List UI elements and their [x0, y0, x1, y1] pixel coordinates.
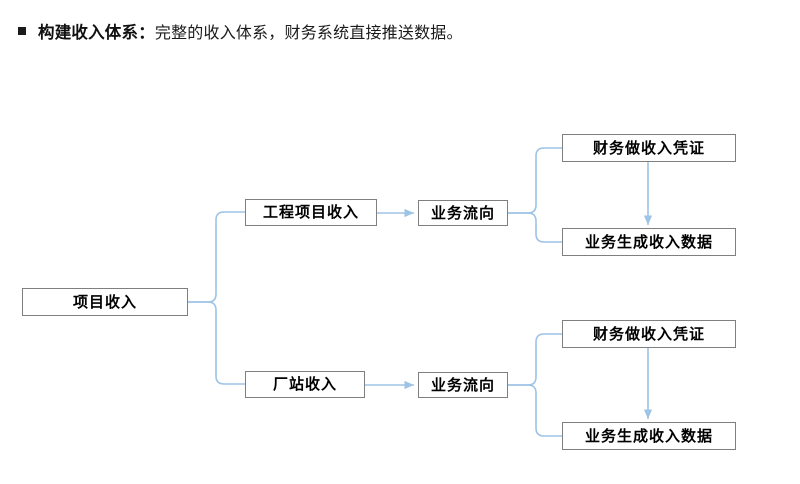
connector-flow-bottom-to-data: [508, 384, 562, 437]
node-business-flow-top-label: 业务流向: [430, 203, 495, 222]
header-title-rest: 完整的收入体系，财务系统直接推送数据。: [154, 23, 463, 42]
header-title-strong: 构建收入体系：: [38, 23, 155, 42]
node-root-project-revenue[interactable]: 项目收入: [22, 288, 188, 316]
node-finance-revenue-voucher-bottom-label: 财务做收入凭证: [592, 324, 705, 343]
node-engineering-project-revenue[interactable]: 工程项目收入: [245, 199, 377, 226]
connector-root-split-lower: [188, 301, 245, 385]
node-engineering-label: 工程项目收入: [262, 203, 359, 221]
node-business-generates-revenue-data-bottom-label: 业务生成收入数据: [584, 426, 713, 445]
node-business-generates-revenue-data-top[interactable]: 业务生成收入数据: [562, 228, 736, 256]
node-finance-revenue-voucher-top[interactable]: 财务做收入凭证: [562, 134, 736, 162]
node-plant-revenue[interactable]: 厂站收入: [245, 371, 365, 398]
node-finance-revenue-voucher-top-label: 财务做收入凭证: [592, 138, 705, 157]
connector-flow-top-to-data: [508, 212, 562, 243]
connector-root-split: [188, 211, 245, 303]
node-business-generates-revenue-data-bottom[interactable]: 业务生成收入数据: [562, 422, 736, 450]
node-root-label: 项目收入: [72, 292, 137, 311]
header-bullet-line: 构建收入体系： 完整的收入体系，财务系统直接推送数据。: [18, 16, 778, 46]
square-bullet-icon: [18, 27, 26, 35]
node-business-generates-revenue-data-top-label: 业务生成收入数据: [584, 232, 713, 251]
node-plant-label: 厂站收入: [272, 375, 337, 393]
connector-flow-bottom-to-voucher: [508, 333, 562, 386]
node-business-flow-top[interactable]: 业务流向: [418, 200, 508, 226]
node-business-flow-bottom-label: 业务流向: [430, 375, 495, 394]
node-finance-revenue-voucher-bottom[interactable]: 财务做收入凭证: [562, 320, 736, 348]
node-business-flow-bottom[interactable]: 业务流向: [418, 372, 508, 398]
connector-flow-top-to-voucher: [508, 147, 562, 214]
